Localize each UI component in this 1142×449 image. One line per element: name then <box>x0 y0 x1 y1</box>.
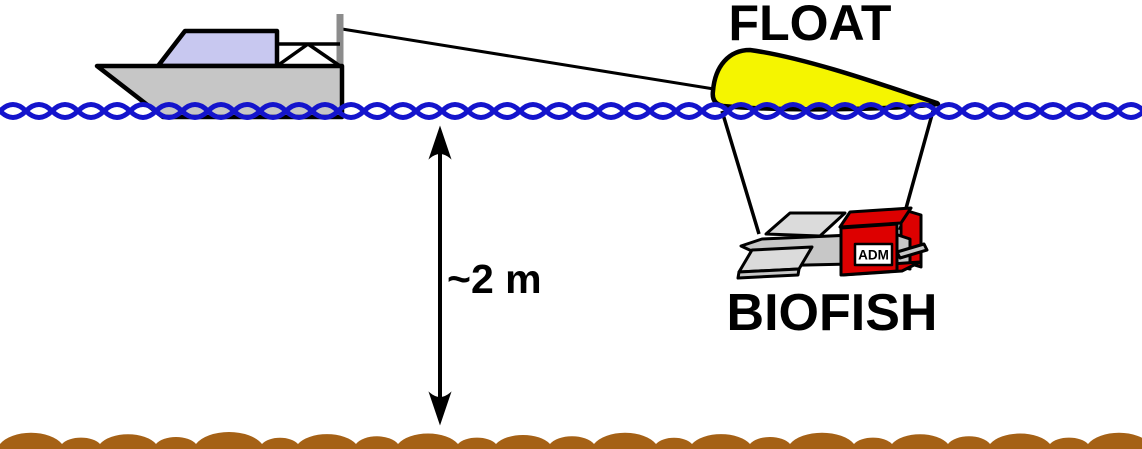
device-top-wing <box>764 211 847 238</box>
biofish-device <box>736 206 929 280</box>
device-bottom-wing <box>737 245 814 274</box>
arrowhead-up-icon <box>428 125 452 160</box>
device-bottom-wing-edge <box>736 267 801 280</box>
surface-float <box>710 47 941 112</box>
depth-label: ~2 m <box>447 256 542 302</box>
device-tail-plate <box>895 242 929 260</box>
suspension-line-left <box>720 110 761 235</box>
float-label: FLOAT <box>729 0 892 51</box>
boat-mast <box>336 14 344 70</box>
biofish-label: BIOFISH <box>727 284 938 342</box>
depth-arrow <box>428 125 452 426</box>
adm-module-label: ADM <box>858 248 889 263</box>
survey-boat <box>94 14 345 120</box>
boat-stern-frame <box>275 42 341 68</box>
tow-line <box>341 27 715 91</box>
water-surface-wave-2 <box>0 102 1142 120</box>
boat-cabin <box>155 28 280 69</box>
seabed <box>0 432 1142 449</box>
arrowhead-down-icon <box>428 391 452 426</box>
adm-module-plate <box>853 242 894 267</box>
